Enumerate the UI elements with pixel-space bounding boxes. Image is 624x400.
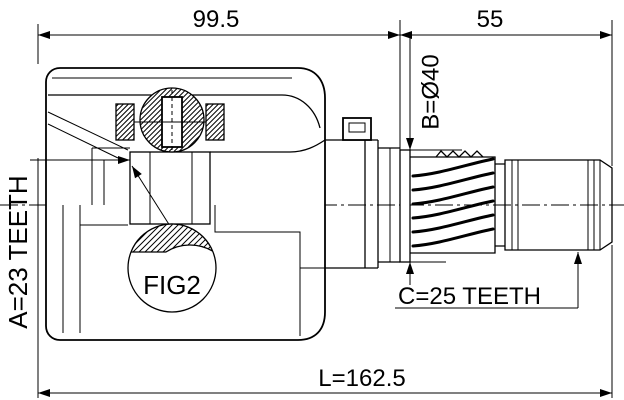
inner-hub <box>129 151 211 225</box>
helical-tooth <box>411 213 495 234</box>
hatch-line <box>205 103 224 122</box>
dimension-value-housing-length: 99.5 <box>193 6 240 33</box>
shaft-shoulder <box>399 149 411 263</box>
hatch-line <box>162 227 188 253</box>
helical-tooth <box>411 185 495 206</box>
dimension-value-outer-diameter: B=Ø40 <box>418 54 445 129</box>
hatch-line <box>205 103 219 117</box>
dimension-stub-length: 55 <box>400 6 612 39</box>
dimension-housing-length: 99.5 <box>38 6 400 39</box>
hatch-line <box>208 246 211 249</box>
dimension-outer-diameter: B=Ø40 <box>400 35 462 285</box>
dimension-value-overall-length: L=162.5 <box>318 365 405 392</box>
housing-bore-line <box>48 94 321 129</box>
hatch-line <box>132 225 160 253</box>
arrowhead <box>406 138 414 150</box>
housing-upper-track <box>210 139 326 153</box>
hatch-line <box>205 108 225 127</box>
hatch-line <box>207 123 225 141</box>
dimension-value-inner-spline: A=23 TEETH <box>3 175 33 328</box>
arrowhead <box>388 31 400 39</box>
helical-teeth <box>411 157 495 248</box>
helical-tooth <box>411 227 495 248</box>
hatch-line <box>115 103 134 122</box>
hatch-line <box>205 113 225 132</box>
hatch-line <box>156 225 184 253</box>
hatch-line <box>115 113 135 132</box>
hatch-line <box>144 224 173 253</box>
fig2-circle-fill <box>128 224 216 312</box>
shaft-neck <box>325 117 400 269</box>
hatch-line <box>115 103 124 112</box>
arrowhead <box>38 31 50 39</box>
hatch-line <box>217 133 225 141</box>
hatch-line <box>127 133 135 141</box>
hatch-line <box>115 108 135 127</box>
arrowhead <box>38 389 50 397</box>
helical-tooth <box>411 171 495 192</box>
arrowhead <box>406 262 414 274</box>
fig2-circle <box>127 223 217 313</box>
fig2-label: FIG2 <box>143 270 201 300</box>
hatch-line <box>193 236 203 246</box>
arrowhead <box>400 31 412 39</box>
hatch-line <box>199 239 206 246</box>
hatch-line <box>205 118 225 137</box>
fig2-section-outline <box>131 244 213 253</box>
hub-body <box>129 151 211 225</box>
hatch-line <box>138 224 167 253</box>
hatch-line <box>142 90 161 109</box>
hatch-line <box>187 135 200 148</box>
hatch-line <box>117 123 135 141</box>
dimension-inner-spline: A=23 TEETH <box>3 156 130 329</box>
hatch-line <box>115 118 135 137</box>
spline-tooth-profile <box>435 150 484 158</box>
arrowhead <box>574 252 582 264</box>
hatch-line <box>140 88 173 121</box>
hatch-line <box>203 242 209 248</box>
shaft-spline-section <box>410 156 496 254</box>
housing-cone-line-lower <box>47 123 119 159</box>
stub-shaft <box>399 149 613 263</box>
arrowhead <box>132 166 142 179</box>
fig2-detail: FIG2 <box>127 165 217 313</box>
tripod-ball <box>139 87 205 153</box>
hatch-line <box>115 103 129 117</box>
circlip-hole <box>348 122 366 133</box>
needle-roller-left-hatching <box>115 103 135 141</box>
shaft-groove <box>495 163 505 247</box>
needle-roller-right-hatching <box>205 103 225 141</box>
dimension-overall-length: L=162.5 <box>38 365 612 397</box>
hatch-line <box>172 228 193 249</box>
hatch-line <box>205 103 214 112</box>
dimension-value-outer-spline: C=25 TEETH <box>398 283 541 310</box>
hatch-line <box>140 88 178 126</box>
hatch-line <box>187 233 200 246</box>
arrowhead <box>600 31 612 39</box>
hatch-line <box>150 224 179 253</box>
hatch-line <box>140 88 168 116</box>
hatch-line <box>122 128 135 141</box>
helical-tooth <box>411 199 495 220</box>
dimension-outer-spline: C=25 TEETH <box>395 252 582 310</box>
helical-tooth <box>411 157 495 178</box>
housing-lower-track <box>214 205 301 336</box>
arrowhead <box>600 389 612 397</box>
hatch-line <box>179 127 204 152</box>
hatch-line <box>181 231 196 246</box>
fig2-hatching <box>132 224 211 253</box>
housing-cone-line-upper <box>47 111 129 151</box>
dimension-value-stub-length: 55 <box>477 6 504 33</box>
tripod-joint <box>115 87 225 153</box>
hatch-line <box>212 128 225 141</box>
arrowhead <box>118 156 130 164</box>
circlip <box>342 117 372 141</box>
extension-lines <box>37 20 613 398</box>
